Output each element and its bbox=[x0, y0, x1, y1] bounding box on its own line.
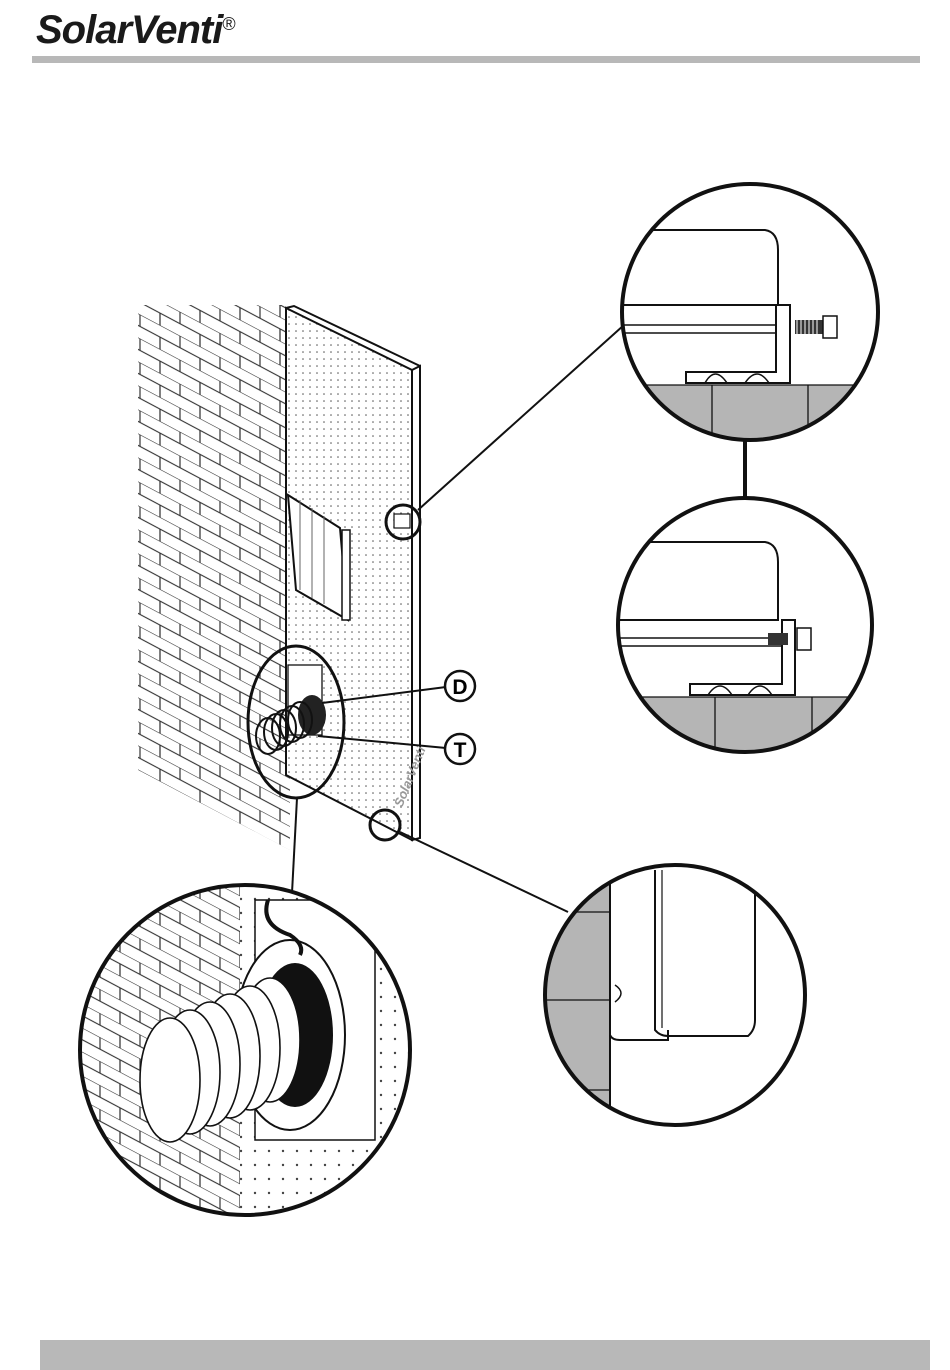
callout-t-label: T bbox=[454, 739, 467, 762]
detail-lower-bracket bbox=[540, 860, 820, 1130]
footer-bar bbox=[40, 1340, 930, 1370]
detail-bracket-bolt-fastened bbox=[600, 490, 900, 767]
detail-duct-through-wall bbox=[80, 885, 415, 1215]
detail-bracket-bolt-loose bbox=[600, 180, 900, 455]
brick-wall bbox=[138, 305, 290, 850]
callout-d-label: D bbox=[452, 676, 467, 699]
